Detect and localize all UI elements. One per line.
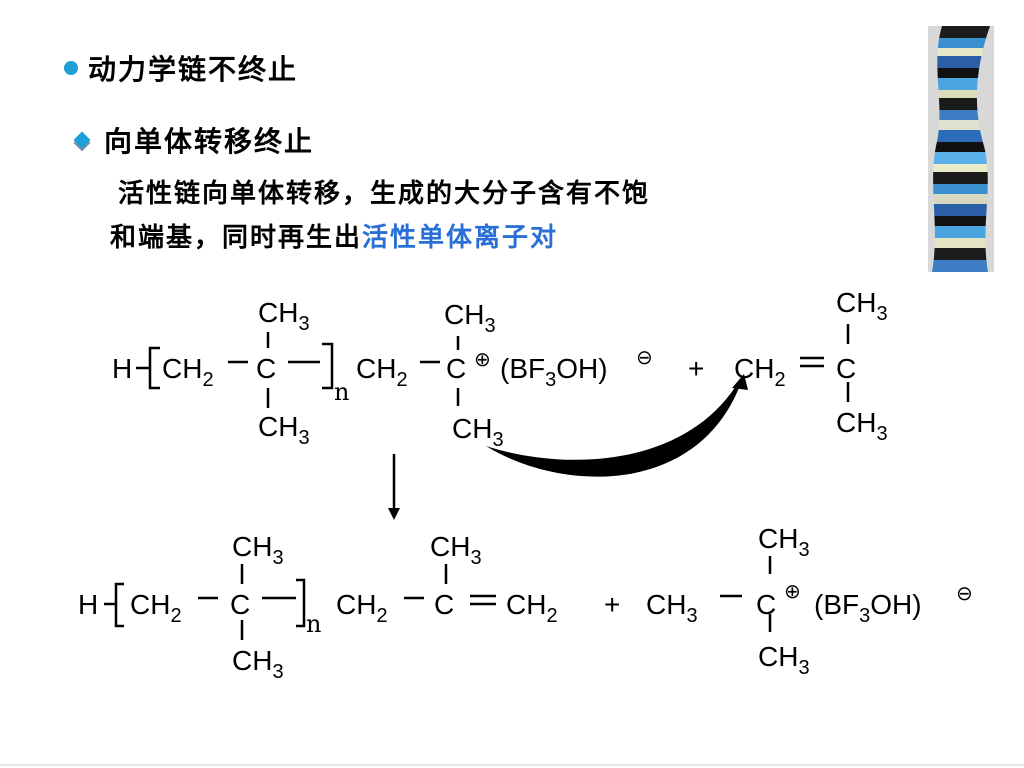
r1-ch2a: CH2 [162, 353, 214, 391]
r1-ch2b: CH2 [356, 353, 408, 391]
r1-mono-ch3-top: CH3 [836, 287, 888, 325]
highlight-text: 活性单体离子对 [362, 223, 559, 253]
paragraph-line2-prefix: 和端基，同时再生出 [110, 223, 363, 253]
bullet-level1: 动力学链不终止 [64, 48, 298, 88]
r2-ch2a: CH2 [130, 589, 182, 627]
down-arrow-head [388, 508, 400, 520]
bullet-level1-text: 动力学链不终止 [88, 53, 299, 86]
reaction-diagram: H CH2 C CH3 CH3 n CH2 C CH3 CH3 ⊕ (BF3OH… [78, 287, 973, 683]
r2-plus-charge: ⊕ [784, 581, 801, 603]
bracket-left-row1 [148, 346, 160, 390]
r1-c1: C [256, 353, 276, 384]
r1-plus: + [688, 353, 704, 384]
paragraph-line1: 活性链向单体转移，生成的大分子含有不饱 [118, 179, 651, 209]
r2-h: H [78, 589, 98, 620]
r2-c2: C [434, 589, 454, 620]
r2-end-ch2: CH2 [506, 589, 558, 627]
r2-plus: + [604, 589, 620, 620]
r2-ch3-left: CH3 [646, 589, 698, 627]
r1-mono-c: C [836, 353, 856, 384]
bullet-level2: 向单体转移终止 [73, 120, 315, 160]
bracket-right-row2 [296, 578, 306, 628]
r1-counter-ion: (BF3OH) [500, 353, 608, 391]
r2-ch3-bot3: CH3 [758, 641, 810, 679]
r2-ch3-bot1: CH3 [232, 645, 284, 683]
r2-ch2b: CH2 [336, 589, 388, 627]
curved-arrow [486, 380, 742, 477]
r1-ch3-top2: CH3 [444, 299, 496, 337]
bracket-left-row2 [114, 582, 124, 628]
description-paragraph: 活性链向单体转移，生成的大分子含有不饱 和端基，同时再生出活性单体离子对 [110, 172, 830, 260]
r1-ch3-top1: CH3 [258, 297, 310, 335]
r1-c2: C [446, 353, 466, 384]
r1-ch3-bot1: CH3 [258, 411, 310, 449]
r1-mono-ch2: CH2 [734, 353, 786, 391]
r1-mono-ch3-bot: CH3 [836, 407, 888, 445]
r1-minus-charge: ⊖ [636, 347, 653, 369]
r2-minus-charge: ⊖ [956, 583, 973, 605]
bullet-dot-icon [64, 61, 78, 75]
r2-ch3-top2: CH3 [430, 531, 482, 569]
r1-h: H [112, 353, 132, 384]
r2-counter-ion: (BF3OH) [814, 589, 922, 627]
r2-n: n [306, 610, 321, 638]
diamond-bullet-icon [73, 131, 91, 149]
r1-ch3-bot2: CH3 [452, 413, 504, 451]
paragraph-line2: 和端基，同时再生出活性单体离子对 [110, 216, 830, 260]
r2-c1: C [230, 589, 250, 620]
footer-divider [0, 764, 1024, 766]
r2-ch3-top1: CH3 [232, 531, 284, 569]
bullet-level2-text: 向单体转移终止 [104, 125, 315, 158]
r2-ch3-top3: CH3 [758, 523, 810, 561]
r1-plus-charge: ⊕ [474, 349, 491, 371]
decorative-ribbon-image [928, 26, 994, 272]
r1-n: n [334, 378, 349, 406]
bracket-right-row1 [322, 342, 334, 390]
r2-c3: C [756, 589, 776, 620]
